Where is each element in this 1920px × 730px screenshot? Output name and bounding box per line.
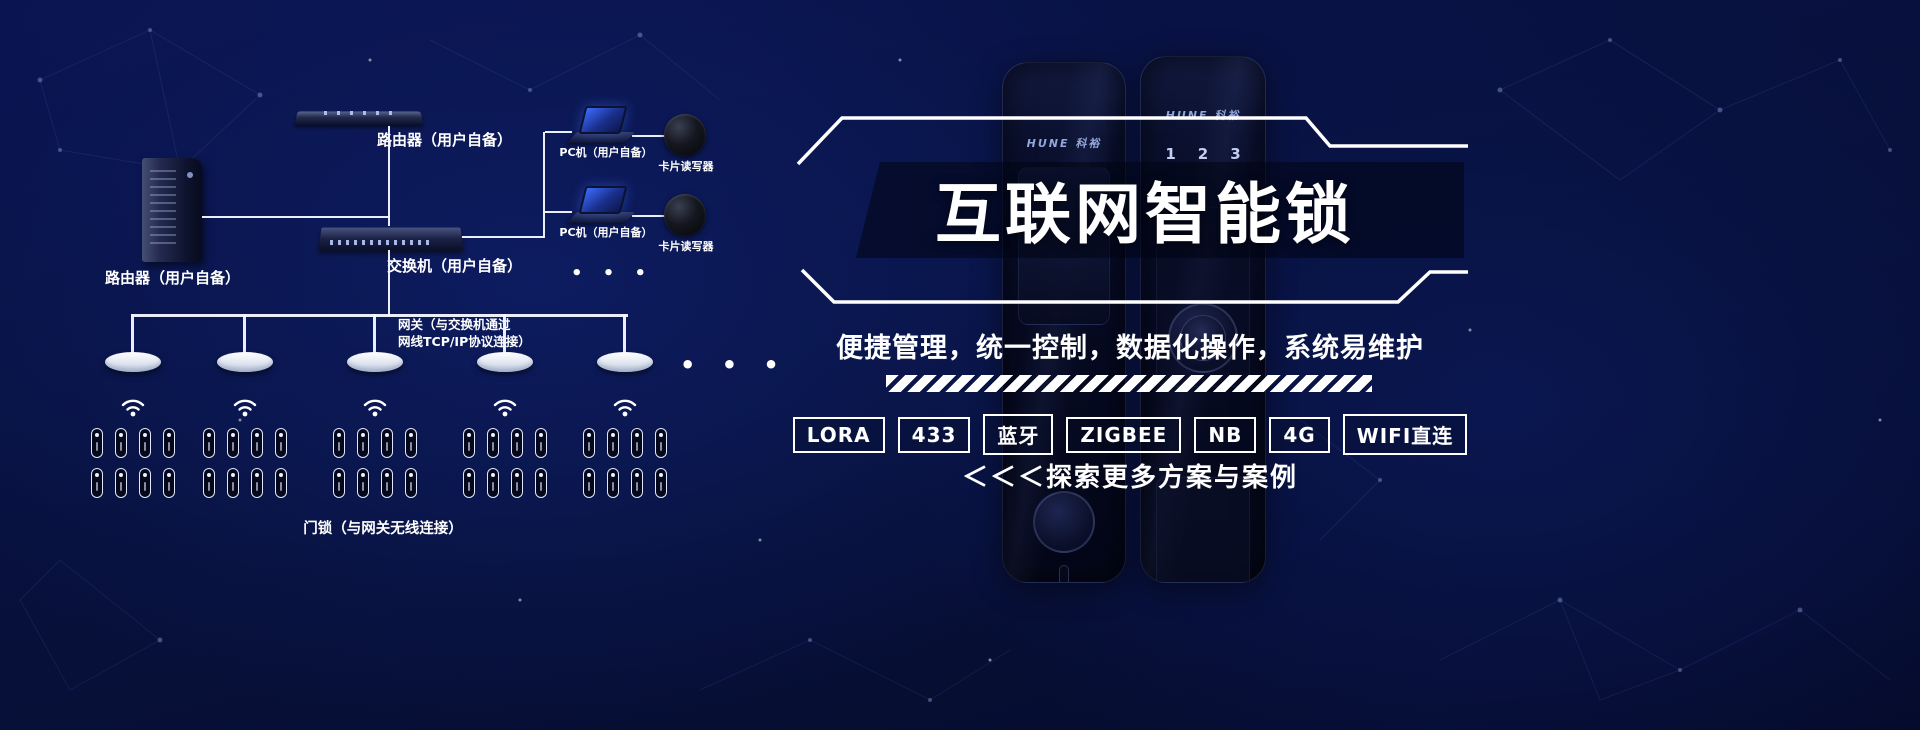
lock-camera-lens xyxy=(1180,315,1226,361)
connector-line xyxy=(632,215,666,217)
lock-brand: HUNE 科裕 xyxy=(1026,137,1102,150)
keypad-digit: 2 xyxy=(1197,145,1209,163)
pc-label: PC机（用户自备） xyxy=(559,146,653,159)
protocol-badge: WIFI直连 xyxy=(1342,414,1468,455)
switch-label: 交换机（用户自备） xyxy=(386,257,522,275)
subtitle: 便捷管理，统一控制，数据化操作，系统易维护 xyxy=(836,333,1424,364)
connector-line xyxy=(632,135,666,137)
keypad-digit: 1 xyxy=(1165,145,1176,163)
main-title: 互联网智能锁 xyxy=(935,176,1355,253)
protocol-badge: LORA xyxy=(792,416,885,453)
protocol-badge: 蓝牙 xyxy=(983,414,1054,455)
switch-device xyxy=(318,226,464,252)
connector-line xyxy=(388,250,390,316)
protocol-badge: NB xyxy=(1194,416,1257,453)
lock-keyhole xyxy=(1059,565,1069,582)
connector-line xyxy=(545,131,572,133)
connector-line xyxy=(388,126,390,226)
door-lock-note: 门锁（与网关无线连接） xyxy=(303,521,463,537)
protocol-badge: 433 xyxy=(897,416,971,453)
smart-lock-product-right: HUNE 科裕 1 2 3 xyxy=(1140,56,1266,583)
keypad-digit: 3 xyxy=(1230,145,1241,163)
explore-more-link[interactable]: ＜＜＜探索更多方案与案例 xyxy=(961,463,1298,493)
gateway-note-line1: 网关（与交换机通过 xyxy=(398,317,511,332)
card-reader-device xyxy=(664,114,706,156)
router-device xyxy=(294,98,424,128)
gateway-ellipsis: • • • xyxy=(680,351,788,379)
connector-line xyxy=(543,132,545,238)
laptop-screen xyxy=(578,186,628,214)
protocol-badges: LORA 433 蓝牙 ZIGBEE NB 4G WIFI直连 xyxy=(792,414,1468,455)
lock-knob xyxy=(1033,491,1095,553)
laptop-screen xyxy=(578,106,628,134)
connector-line xyxy=(462,236,544,238)
card-reader-device xyxy=(664,194,706,236)
card-reader-label: 卡片读写器 xyxy=(658,240,714,253)
lock-keypad-row: 1 2 3 xyxy=(1141,145,1265,163)
gateway-bus-line xyxy=(132,314,628,317)
lock-lower-panel xyxy=(1156,477,1250,582)
server-label: 路由器（用户自备） xyxy=(104,269,240,287)
stripe-divider xyxy=(886,375,1372,392)
pc-ellipsis: • • • xyxy=(570,263,654,284)
connector-line xyxy=(202,216,390,218)
title-frame xyxy=(796,116,1468,304)
gateway-note-line2: 网线TCP/IP协议连接） xyxy=(398,334,531,349)
card-reader-label: 卡片读写器 xyxy=(658,160,714,173)
router-ports xyxy=(324,111,396,115)
server-tower-device xyxy=(142,158,202,262)
connector-line xyxy=(545,211,572,213)
protocol-badge: 4G xyxy=(1269,416,1330,453)
switch-ports xyxy=(330,240,434,245)
router-label: 路由器（用户自备） xyxy=(376,131,512,149)
protocol-badge: ZIGBEE xyxy=(1066,416,1182,453)
pc-label: PC机（用户自备） xyxy=(559,226,653,239)
